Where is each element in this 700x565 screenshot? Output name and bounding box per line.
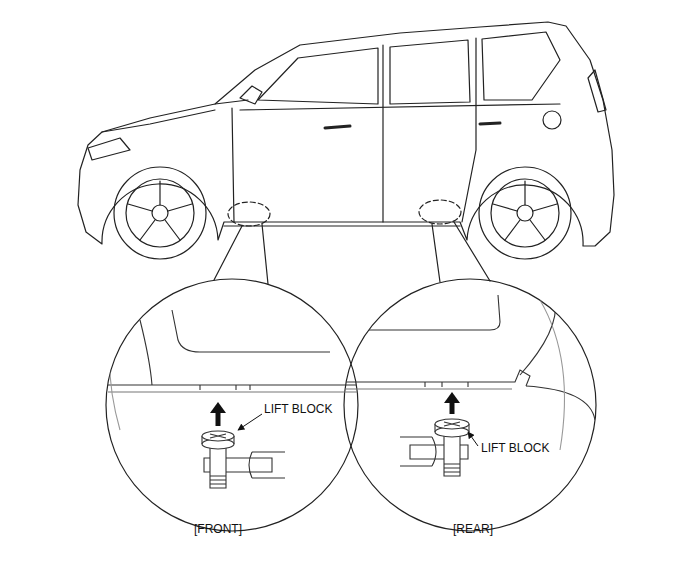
view-caption: [REAR] [453, 522, 493, 536]
part-label: LIFT BLOCK [264, 402, 332, 416]
view-caption: [FRONT] [194, 522, 242, 536]
part-label: LIFT BLOCK [481, 441, 549, 455]
